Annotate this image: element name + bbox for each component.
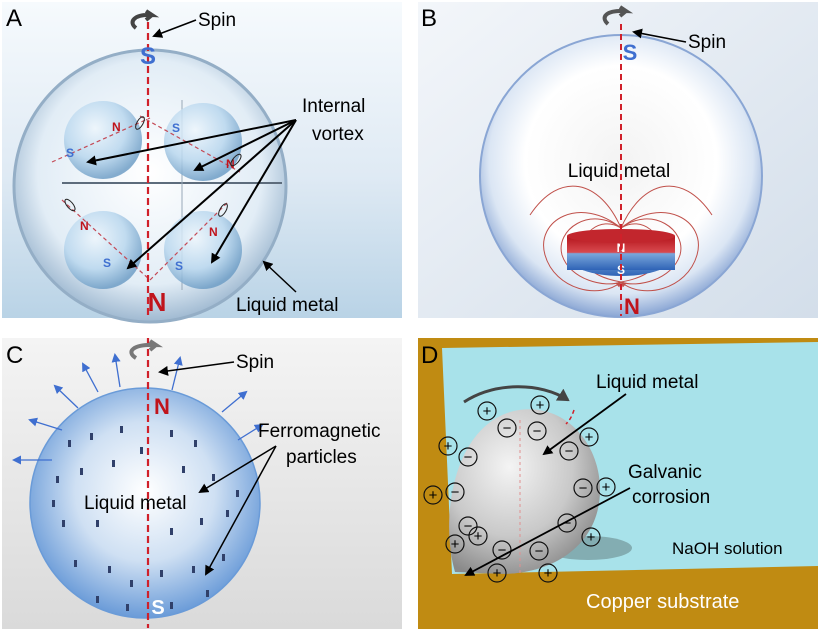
panel-b-spin-arrow-icon xyxy=(602,5,634,26)
panel-c-north-pole: N xyxy=(154,394,170,419)
panel-d-corrosion-label-2: corrosion xyxy=(632,487,710,508)
svg-text:+: + xyxy=(493,565,502,582)
panel-a: N S S N N S S N S N A Spin Internal vort… xyxy=(2,2,402,324)
panel-b: N S S N B Spin Liquid metal xyxy=(418,2,818,319)
panel-d-ions xyxy=(423,395,616,583)
svg-text:+: + xyxy=(544,565,553,582)
panel-d-letter: D xyxy=(421,342,438,369)
svg-text:−: − xyxy=(565,443,574,460)
vortex-bubble-br xyxy=(164,211,242,289)
panel-c-spin-pointer xyxy=(158,361,235,376)
panel-c-south-pole: S xyxy=(151,597,164,619)
panel-a-sphere xyxy=(12,48,288,324)
panel-a-spin-pointer xyxy=(152,19,197,38)
svg-text:+: + xyxy=(451,536,460,553)
panel-d-substrate-label: Copper substrate xyxy=(586,591,739,613)
panel-d-metal-pointer xyxy=(542,393,627,456)
panel-c-field-arrows xyxy=(12,353,264,465)
panel-c: N S C Spin Ferromagnetic particles Liqui… xyxy=(2,338,402,629)
panel-b-north-pole: N xyxy=(624,294,640,319)
panel-c-particles-label-1: Ferromagnetic xyxy=(258,421,381,442)
svg-text:−: − xyxy=(563,515,572,532)
panel-d-solution-label: NaOH solution xyxy=(672,539,783,558)
bubble-tl-n: N xyxy=(112,120,121,134)
panel-b-metal-label: Liquid metal xyxy=(568,161,670,182)
panel-b-spin-pointer xyxy=(632,28,687,43)
svg-text:−: − xyxy=(533,423,542,440)
bubble-bl-s: S xyxy=(103,256,111,270)
panel-b-field-lines xyxy=(529,185,713,292)
panel-a-vortex-pointers xyxy=(86,119,297,270)
svg-text:−: − xyxy=(464,518,473,535)
panel-d-rotation-arrow-icon xyxy=(463,385,570,404)
panel-b-south-pole: S xyxy=(623,40,638,65)
vortex-bubble-tr xyxy=(164,103,242,181)
svg-text:−: − xyxy=(535,543,544,560)
panel-c-particles-pointers xyxy=(198,445,277,576)
panel-a-south-pole: S xyxy=(140,43,156,70)
panel-c-sphere xyxy=(29,387,261,619)
panel-a-north-pole: N xyxy=(148,287,167,317)
panel-d-metal-label: Liquid metal xyxy=(596,372,698,393)
panel-b-letter: B xyxy=(421,5,437,32)
panel-d-copper-substrate xyxy=(418,338,818,629)
svg-text:+: + xyxy=(474,528,483,545)
bubble-bl-n: N xyxy=(80,219,89,233)
panel-c-particles-label-2: particles xyxy=(286,447,357,468)
bubble-tl-s: S xyxy=(66,146,74,160)
panel-a-vortex-label-1: Internal xyxy=(302,96,365,117)
panel-b-spin-label: Spin xyxy=(688,32,726,53)
vortex-bubble-bl xyxy=(64,211,142,289)
svg-text:−: − xyxy=(503,420,512,437)
svg-text:−: − xyxy=(464,449,473,466)
panel-a-metal-label: Liquid metal xyxy=(236,295,338,316)
panel-d-axis-top xyxy=(565,409,575,425)
svg-text:+: + xyxy=(429,487,438,504)
svg-text:−: − xyxy=(498,542,507,559)
bubble-tr-n: N xyxy=(226,157,235,171)
panel-a-metal-pointer xyxy=(262,260,297,293)
panel-c-letter: C xyxy=(6,342,23,369)
panel-c-spin-label: Spin xyxy=(236,352,274,373)
svg-text:+: + xyxy=(602,479,611,496)
panel-d-ion-signs: + + − − − + + − + − − + − + + − + − − + … xyxy=(429,397,611,582)
svg-text:+: + xyxy=(585,429,594,446)
panel-d-corrosion-pointer xyxy=(464,487,631,576)
svg-text:−: − xyxy=(451,484,460,501)
vortex-bubble-tl xyxy=(64,101,142,179)
svg-text:+: + xyxy=(536,397,545,414)
svg-text:+: + xyxy=(587,529,596,546)
svg-text:+: + xyxy=(483,403,492,420)
bubble-br-s: S xyxy=(175,259,183,273)
svg-text:+: + xyxy=(444,438,453,455)
panel-d-corrosion-label-1: Galvanic xyxy=(628,462,702,483)
panel-a-vortex-label-2: vortex xyxy=(312,124,364,145)
panel-a-spin-arrow-icon xyxy=(130,9,160,30)
bubble-tr-s: S xyxy=(172,121,180,135)
panel-c-metal-label: Liquid metal xyxy=(84,493,186,514)
svg-text:−: − xyxy=(579,480,588,497)
bubble-br-n: N xyxy=(209,225,218,239)
panel-a-letter: A xyxy=(6,5,22,32)
panel-c-particles xyxy=(52,426,239,611)
panel-d: + + − − − + + − + − − + − + + − + − − + … xyxy=(418,338,818,629)
panel-a-spin-label: Spin xyxy=(198,10,236,31)
panel-c-spin-arrow-icon xyxy=(129,339,164,360)
vortex-rotation-marks xyxy=(64,116,242,217)
